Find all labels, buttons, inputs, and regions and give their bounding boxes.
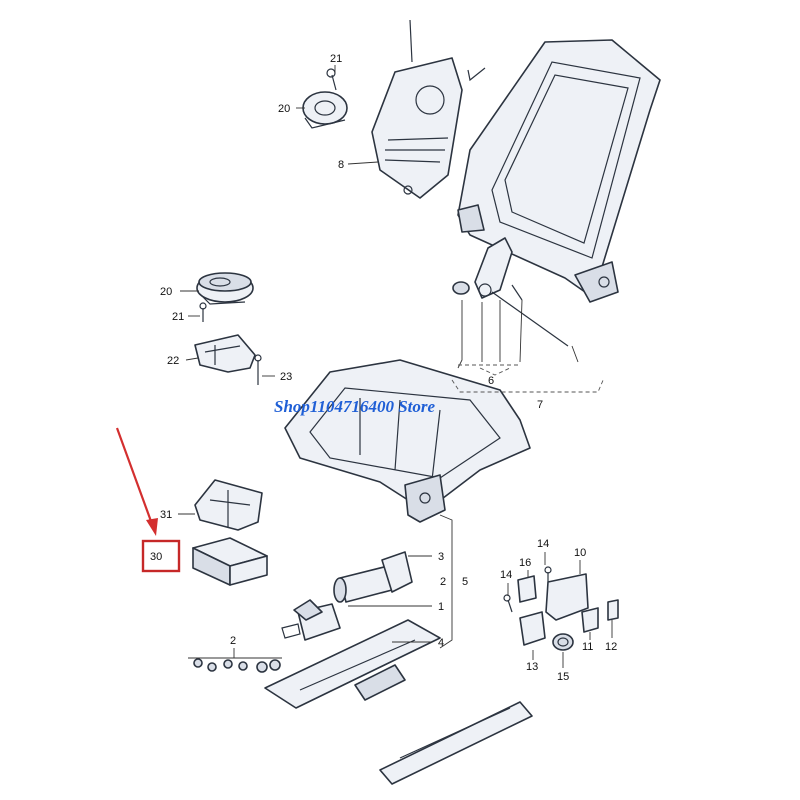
control-module-30 bbox=[192, 537, 268, 586]
fan-top bbox=[302, 68, 348, 129]
callout-21-mid: 21 bbox=[172, 311, 184, 323]
callout-30: 30 bbox=[150, 551, 162, 563]
backrest-panel bbox=[371, 19, 486, 199]
callout-14-top: 14 bbox=[537, 538, 549, 550]
bracket-22 bbox=[194, 334, 262, 385]
callout-8: 8 bbox=[338, 159, 344, 171]
callout-20-top: 20 bbox=[278, 103, 290, 115]
callout-21-top: 21 bbox=[330, 53, 342, 65]
callout-15: 15 bbox=[557, 671, 569, 683]
callout-3: 3 bbox=[438, 551, 444, 563]
callout-1: 1 bbox=[438, 601, 444, 613]
callout-12: 12 bbox=[605, 641, 617, 653]
switch-parts bbox=[503, 566, 619, 651]
callout-31: 31 bbox=[160, 509, 172, 521]
callout-10: 10 bbox=[574, 547, 586, 559]
callout-2-right: 2 bbox=[440, 576, 446, 588]
store-watermark: Shop1104716400 Store bbox=[274, 397, 436, 416]
highlight-box bbox=[141, 539, 181, 573]
fasteners bbox=[193, 658, 281, 673]
callout-11: 11 bbox=[582, 641, 593, 653]
callout-7: 7 bbox=[537, 399, 543, 411]
highlight-arrow bbox=[115, 427, 158, 536]
callout-4: 4 bbox=[438, 637, 444, 649]
recliner-parts bbox=[452, 237, 569, 347]
callout-23: 23 bbox=[280, 371, 292, 383]
bracket-31 bbox=[194, 479, 263, 531]
callout-14-mid: 14 bbox=[500, 569, 512, 581]
callout-22: 22 bbox=[167, 355, 179, 367]
seat-back-frame bbox=[457, 39, 661, 303]
leader-lines bbox=[178, 65, 613, 668]
fan-mid bbox=[196, 272, 254, 322]
callout-6: 6 bbox=[488, 375, 494, 387]
seat-pan-frame bbox=[284, 359, 531, 523]
callout-5: 5 bbox=[462, 576, 468, 588]
callout-16: 16 bbox=[519, 557, 531, 569]
callout-2-bottom: 2 bbox=[230, 635, 236, 647]
callout-20-mid: 20 bbox=[160, 286, 172, 298]
motors bbox=[281, 551, 413, 641]
seat-rails bbox=[264, 619, 533, 785]
callout-13: 13 bbox=[526, 661, 538, 673]
